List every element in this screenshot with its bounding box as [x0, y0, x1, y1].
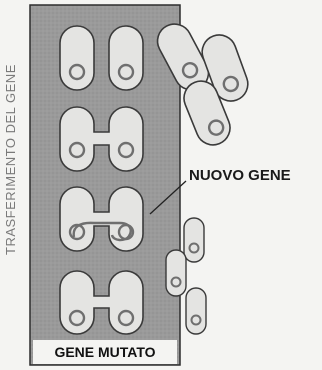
culture-panel: [30, 5, 180, 365]
new-gene-label: NUOVO GENE: [189, 167, 291, 184]
bacterium-small-3: [186, 288, 206, 334]
bacterium-top-left: [60, 26, 94, 90]
side-label: TRASFERIMENTO DEL GENE: [3, 85, 23, 255]
bacterium-top-right: [109, 26, 143, 90]
mutated-gene-label: GENE MUTATO: [33, 344, 177, 360]
bacterium-small-2: [166, 250, 186, 296]
bacterium-small-1: [184, 218, 204, 262]
